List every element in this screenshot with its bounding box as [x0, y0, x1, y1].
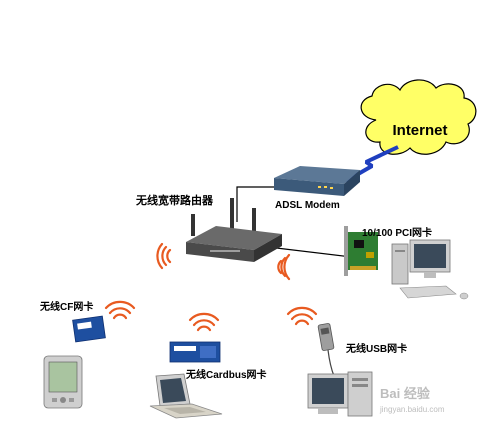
router-wifi-right-icon: [277, 253, 291, 281]
cf-card: [72, 315, 106, 343]
usb-wifi-icon: [286, 306, 318, 326]
cardbus-wifi-icon: [188, 312, 220, 332]
usb-adapter: [317, 323, 335, 377]
cardbus-card: [169, 341, 221, 363]
router-wifi-left-icon: [156, 242, 172, 270]
watermark-logo: Bai 经验: [380, 386, 431, 401]
adsl-modem-label: ADSL Modem: [275, 200, 340, 211]
router-label: 无线宽带路由器: [135, 193, 214, 207]
internet-cloud: Internet: [360, 79, 477, 155]
pci-card-label: 10/100 PCI网卡: [362, 226, 432, 239]
laptop-device: [149, 373, 223, 419]
desktop-pc-bottom: [307, 371, 373, 417]
pda-device: [43, 355, 83, 409]
router-modem-cable: [236, 186, 288, 222]
watermark-url: jingyan.baidu.com: [379, 405, 445, 414]
internet-label: Internet: [392, 122, 447, 139]
wireless-router: [186, 198, 282, 262]
usb-card-label: 无线USB网卡: [345, 342, 407, 355]
adsl-modem: [274, 166, 360, 196]
cardbus-card-label: 无线Cardbus网卡: [185, 368, 267, 381]
cf-card-label: 无线CF网卡: [39, 300, 93, 313]
desktop-pc-right: [391, 239, 469, 300]
baidu-watermark: Bai 经验 jingyan.baidu.com: [379, 386, 445, 414]
cf-wifi-icon: [104, 300, 136, 320]
pci-network-card: [344, 226, 378, 276]
